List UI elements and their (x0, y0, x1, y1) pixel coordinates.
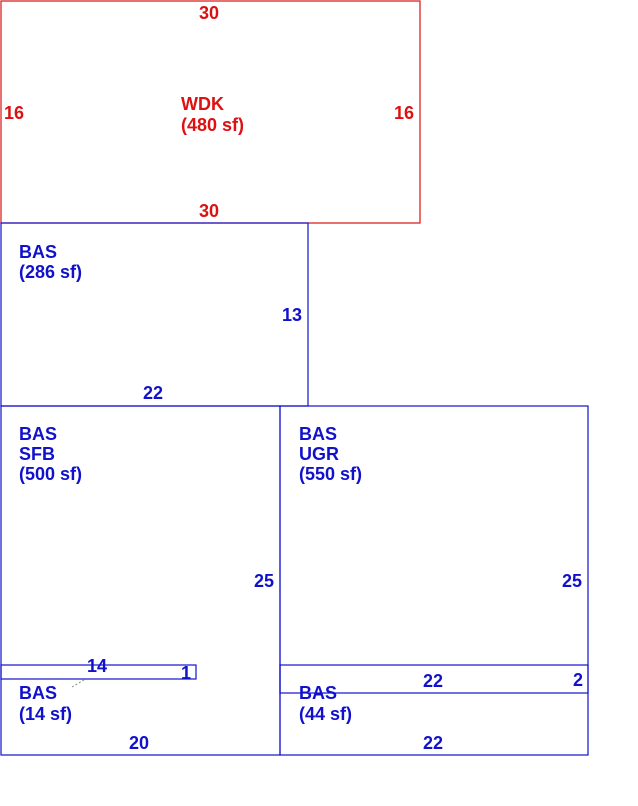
area-bas-ugr[interactable]: BAS UGR (550 sf) 25 (279, 405, 589, 756)
bas-ugr-dim-right: 25 (562, 571, 582, 591)
bas-ugr-sub-label: UGR (299, 444, 339, 464)
bas-286-code-label: BAS (19, 242, 57, 262)
wdk-area-label: (480 sf) (181, 115, 244, 135)
bas-sfb-sub-label: SFB (19, 444, 55, 464)
area-wdk[interactable]: WDK (480 sf) 30 30 16 16 (0, 0, 421, 224)
wdk-dim-left: 16 (4, 103, 24, 123)
bas-14-area-label: (14 sf) (19, 704, 72, 724)
bas-14-dim-top: 14 (87, 656, 107, 676)
wdk-dim-top: 30 (199, 3, 219, 23)
bas-44-dim-bottom: 22 (423, 733, 443, 753)
bas-44-code-label: BAS (299, 683, 337, 703)
bas-14-leader-line (71, 679, 85, 688)
wdk-dim-bottom: 30 (199, 201, 219, 221)
bas-44-dim-top: 22 (423, 671, 443, 691)
area-bas-44[interactable]: 22 2 BAS (44 sf) 22 (279, 664, 589, 753)
wdk-dim-right: 16 (394, 103, 414, 123)
bas-14-code-label: BAS (19, 683, 57, 703)
bas-44-area-label: (44 sf) (299, 704, 352, 724)
wdk-code-label: WDK (181, 94, 224, 114)
area-bas-14[interactable]: 14 1 BAS (14 sf) 20 (0, 656, 197, 753)
bas-14-strip (0, 664, 197, 680)
bas-286-area-label: (286 sf) (19, 262, 82, 282)
bas-44-dim-right: 2 (573, 670, 583, 690)
bas-44-strip (279, 664, 589, 694)
bas-ugr-outline (279, 405, 589, 756)
bas-ugr-area-label: (550 sf) (299, 464, 362, 484)
bas-sfb-dim-right: 25 (254, 571, 274, 591)
bas-286-dim-bottom: 22 (143, 383, 163, 403)
area-bas-286[interactable]: BAS (286 sf) 13 22 (0, 222, 309, 407)
bas-286-dim-right: 13 (282, 305, 302, 325)
bas-14-dim-right: 1 (181, 663, 191, 683)
bas-ugr-code-label: BAS (299, 424, 337, 444)
bas-14-dim-bottom: 20 (129, 733, 149, 753)
bas-sfb-area-label: (500 sf) (19, 464, 82, 484)
bas-sfb-code-label: BAS (19, 424, 57, 444)
